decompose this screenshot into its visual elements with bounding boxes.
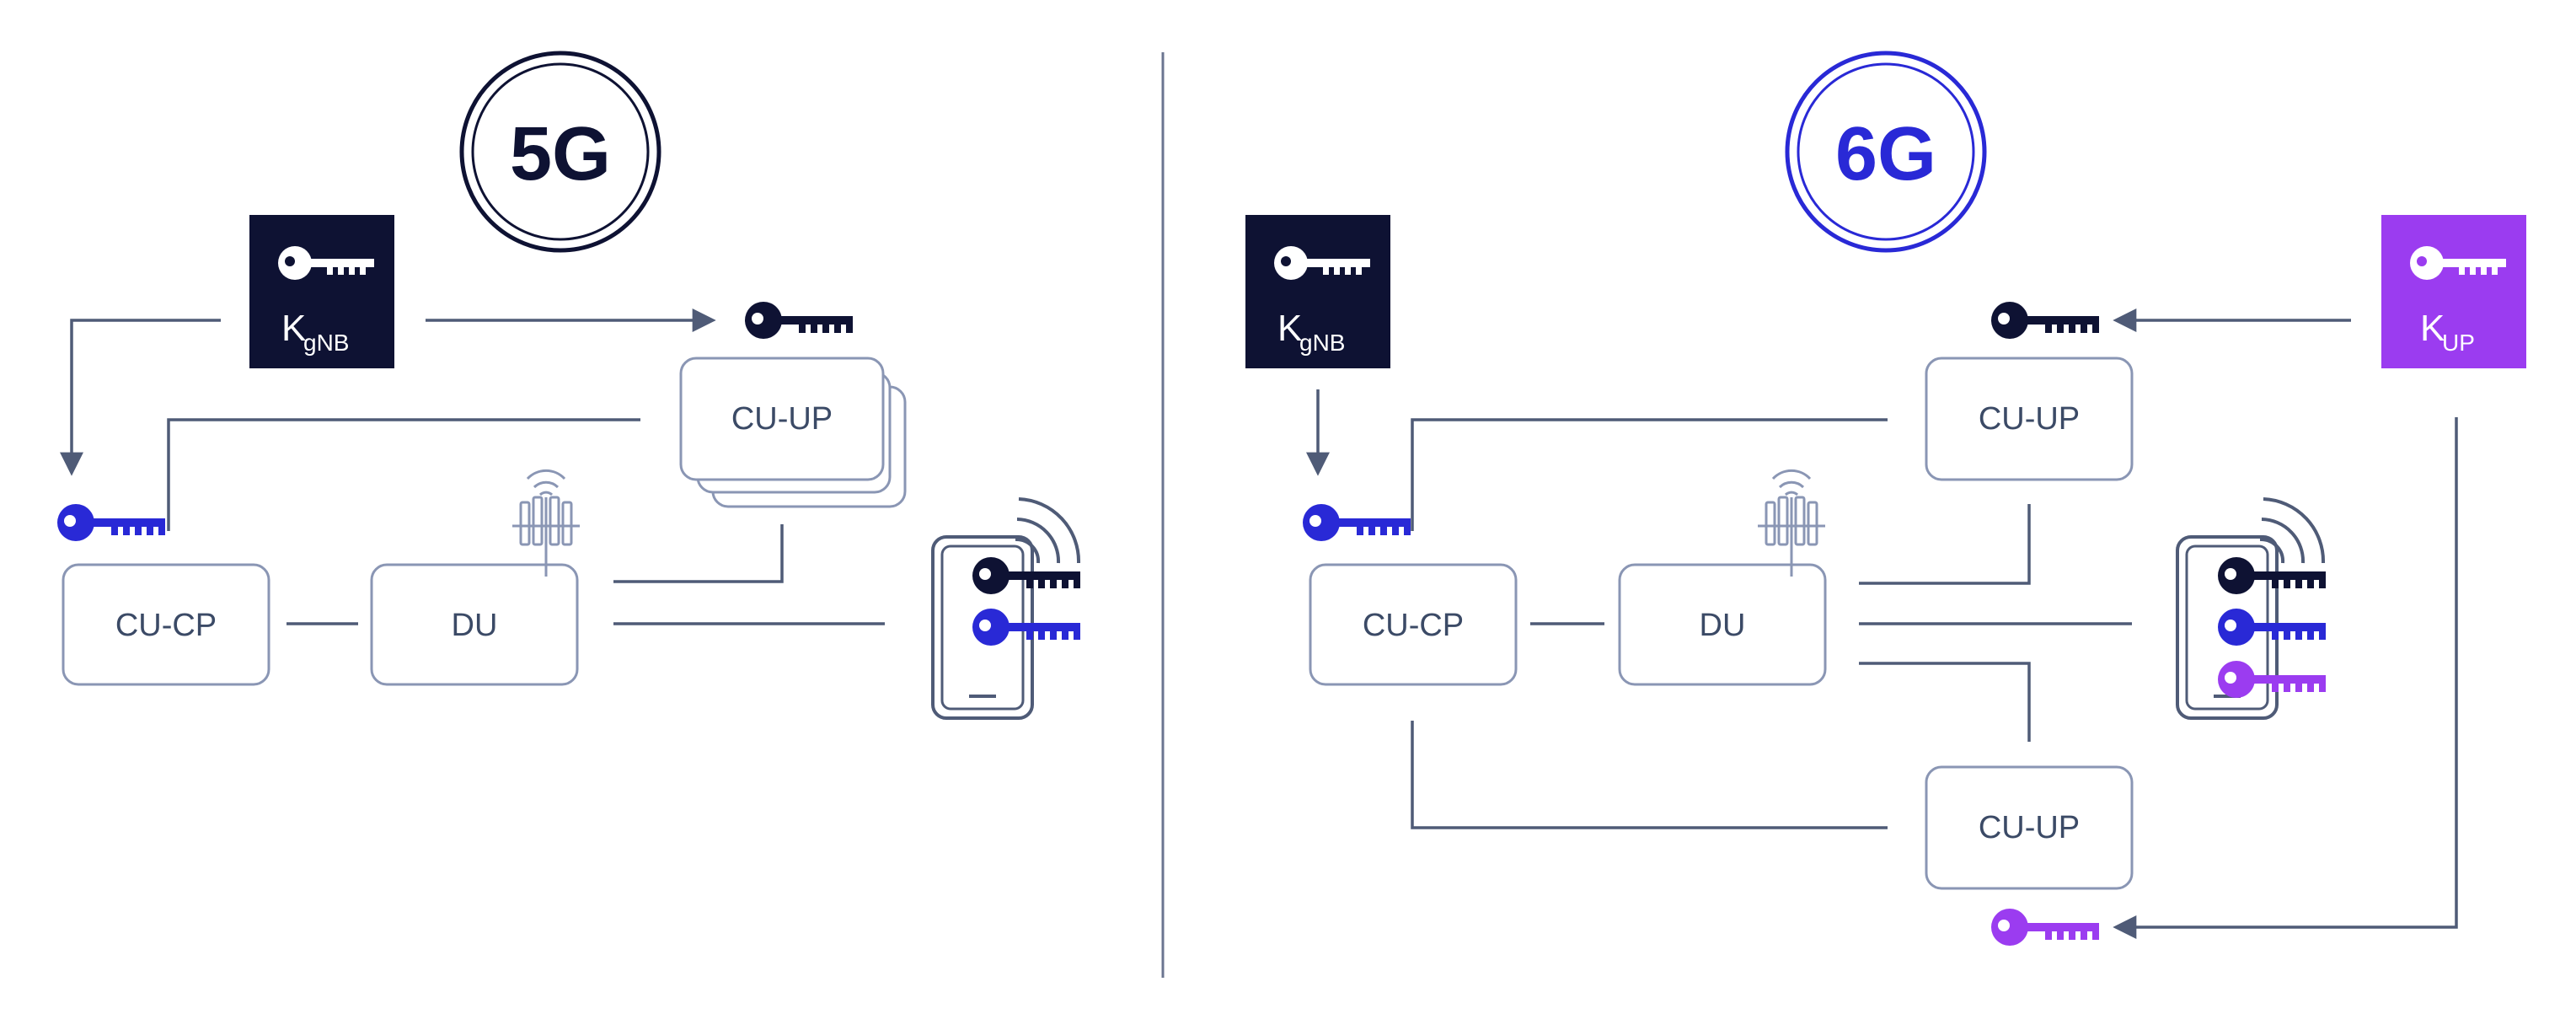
node-label-cu-up: CU-UP [1979,401,2080,437]
key-label-main: K [1277,308,1302,349]
signal-icon [1015,497,1081,564]
wire-du-to-cu-up-bottom [1859,662,2031,742]
key-badge-kup-6g: K UP [2381,215,2526,368]
arrow-kup-to-cu-up-bottom [2113,417,2458,939]
node-label-cu-cp: CU-CP [115,608,217,643]
wire-cu-cp-to-cu-up [167,418,640,531]
node-cu-up-top: CU-UP [1925,357,2134,481]
key-label-sub: UP [2442,330,2475,356]
cu-up-stack: CU-UP [679,357,907,508]
generation-badge-5g: 5G [459,51,661,253]
key-badge-kgnb-5g: K gNB [249,215,394,368]
node-cu-up-bottom: CU-UP [1925,765,2134,890]
key-label-sub: gNB [303,330,349,356]
key-icon [745,302,853,339]
arrow-to-cu-cp [60,319,221,476]
node-label-du: DU [1700,608,1746,643]
key-icon [57,504,165,541]
generation-label-5g: 5G [510,112,611,196]
node-cu-cp: CU-CP [62,563,270,686]
ue-phone [2176,497,2326,720]
generation-label-6g: 6G [1835,112,1936,196]
antenna-icon [1756,469,1827,578]
ue-phone [931,497,1081,720]
node-label-cu-up: CU-UP [1979,810,2080,845]
key-icon [1991,302,2099,339]
key-label-main: K [2420,308,2445,349]
node-cu-cp: CU-CP [1309,563,1518,686]
wire-cu-cp-to-cu-up-top [1411,418,1888,531]
node-du: DU [1618,563,1827,686]
node-label-cu-up: CU-UP [731,401,833,437]
generation-badge-6g: 6G [1785,51,1987,253]
panel-5g: 5G K gNB CU-UP CU-CP [57,51,1081,720]
node-label-du: DU [452,608,498,643]
wire-du-to-cu-up-top [1859,504,2031,585]
wire-cu-cp-to-cu-up-bottom [1411,721,1888,829]
key-badge-kgnb-6g: K gNB [1245,215,1390,368]
panel-6g: 6G K gNB K UP [1245,51,2526,946]
signal-icon [2259,497,2326,564]
key-icon [1991,909,2099,946]
node-du: DU [370,563,579,686]
key-label-main: K [281,308,306,349]
key-label-sub: gNB [1299,330,1345,356]
antenna-icon [511,469,581,578]
wire-cu-up-to-du [613,524,784,583]
node-label-cu-cp: CU-CP [1363,608,1464,643]
key-icon [1303,504,1411,541]
